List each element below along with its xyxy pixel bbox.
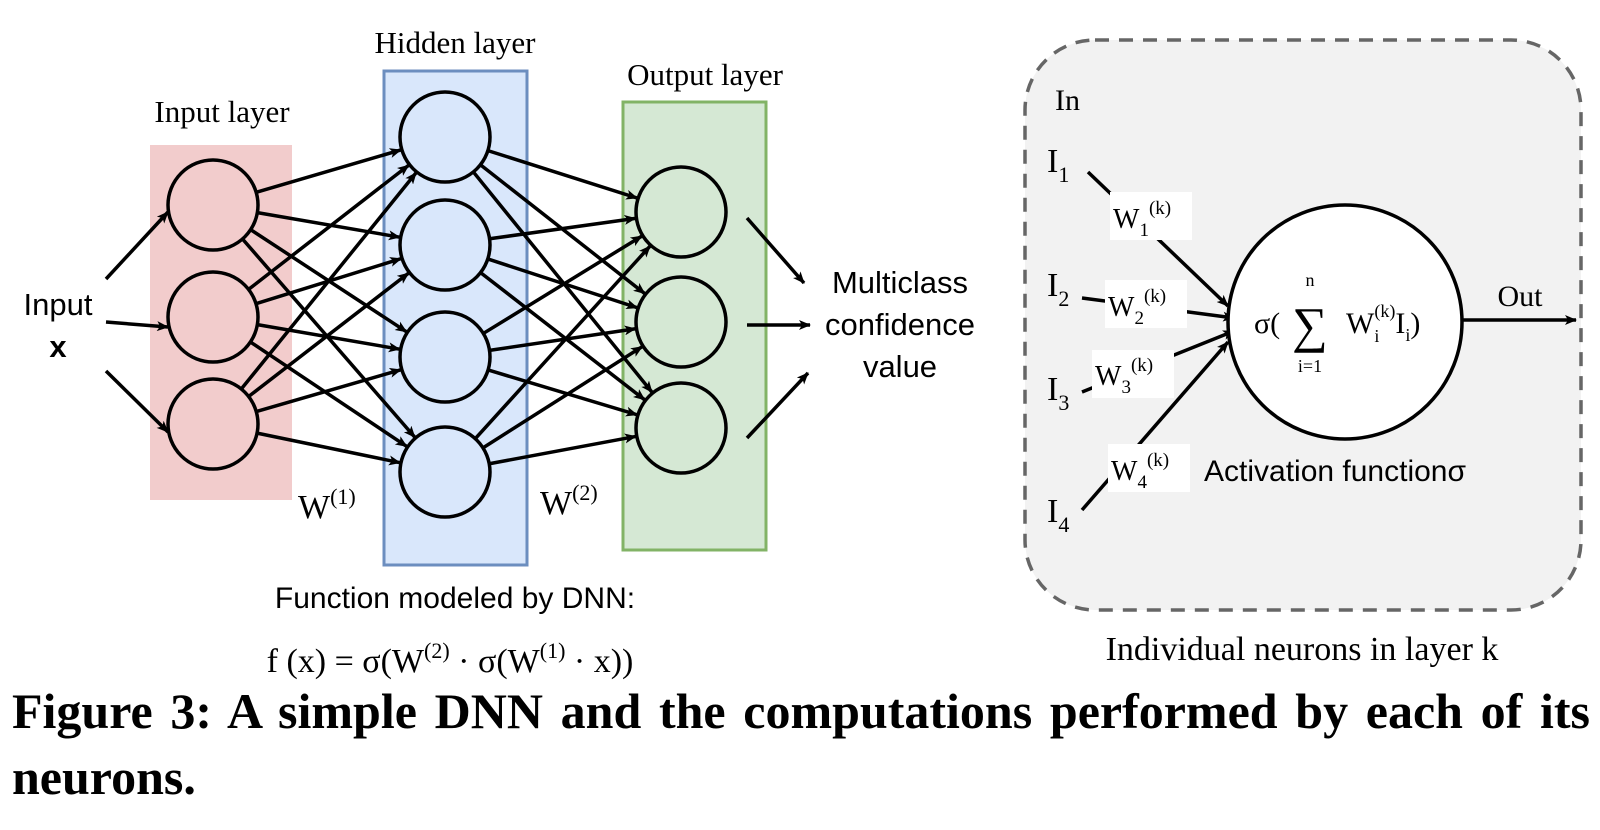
output-neuron — [634, 275, 728, 369]
weight-bg-1 — [1110, 192, 1192, 240]
edge-hidden-output — [482, 234, 643, 335]
weight-label-1: W(1) — [298, 484, 356, 526]
hidden-neuron — [398, 310, 492, 404]
neuron-input-2: I2 — [1047, 267, 1069, 311]
hidden-neuron — [398, 198, 492, 292]
edge-input-hidden — [247, 163, 410, 291]
dnn-diagram: Input layer Hidden layer Output layer In… — [24, 25, 1583, 680]
input-neuron — [166, 270, 260, 364]
edge-hidden-output — [487, 368, 638, 417]
edge-hidden-output — [489, 325, 637, 353]
input-arrows — [104, 210, 170, 434]
function-formula: f (x) = σ(W(2) · σ(W(1) · x)) — [267, 638, 634, 680]
neuron-out-label: Out — [1498, 280, 1544, 313]
input-arrow — [105, 320, 169, 332]
output-layer-title: Output layer — [627, 57, 783, 92]
edge-input-hidden — [247, 271, 410, 398]
edge-input-hidden — [255, 148, 402, 195]
edge-hidden-output — [488, 433, 637, 466]
hidden-neuron — [398, 90, 492, 184]
hidden-neuron — [398, 425, 492, 519]
neuron-weight-2: W2(k) — [1108, 286, 1166, 329]
input-arrow — [104, 210, 170, 281]
function-title: Function modeled by DNN: — [275, 582, 635, 615]
edge-input-hidden — [256, 431, 401, 466]
input-symbol: x — [49, 329, 67, 364]
input-line-4 — [1080, 340, 1230, 512]
edge-input-hidden — [239, 171, 418, 391]
weight-bg-2 — [1105, 280, 1187, 328]
neuron-weight-1: W1(k) — [1113, 198, 1171, 241]
edge-input-hidden — [257, 210, 401, 241]
output-arrow — [745, 371, 810, 440]
neurons — [166, 90, 728, 519]
hidden-layer-title: Hidden layer — [375, 25, 537, 60]
edge-hidden-output — [482, 345, 644, 450]
input-neuron — [166, 158, 260, 252]
edge-input-hidden — [249, 340, 408, 448]
neuron-circle — [1226, 203, 1464, 441]
input-neuron — [166, 377, 260, 471]
edge-hidden-output — [487, 148, 639, 200]
neuron-weight-3: W3(k) — [1095, 355, 1153, 398]
output-label-line: value — [863, 349, 937, 384]
neuron-input-1: I1 — [1047, 143, 1069, 187]
sum-upper: n — [1306, 270, 1315, 290]
figure-caption: Figure 3: A simple DNN and the computati… — [12, 683, 1590, 805]
output-label-line: Multiclass — [832, 265, 968, 300]
sum-lower: i=1 — [1298, 356, 1322, 376]
edge-hidden-output — [489, 214, 637, 241]
edge-hidden-output — [479, 271, 646, 402]
output-neuron — [634, 165, 728, 259]
output-label-line: confidence — [825, 307, 975, 342]
weight-bg-4 — [1108, 444, 1190, 492]
output-arrow — [745, 216, 806, 285]
edge-hidden-output — [473, 244, 652, 440]
neuron-panel-caption: Individual neurons in layer k — [1106, 631, 1499, 668]
output-neuron — [634, 381, 728, 475]
neuron-input-4: I4 — [1047, 493, 1069, 537]
input-arrow — [104, 369, 170, 434]
connection-edges — [239, 148, 654, 466]
weight-label-backgrounds — [1092, 192, 1192, 492]
edge-input-hidden — [255, 368, 402, 414]
sum-formula: σ( ∑ n i=1 Wi(k)Ii) — [1254, 270, 1420, 376]
weight-label-2: W(2) — [540, 480, 598, 522]
activation-label: Activation functionσ — [1204, 455, 1466, 488]
neuron-weight-4: W4(k) — [1111, 450, 1169, 493]
weight-bg-3 — [1092, 350, 1174, 398]
sum-open: σ( — [1254, 307, 1280, 340]
sum-term: Wi(k)Ii) — [1346, 301, 1420, 346]
neuron-input-3: I3 — [1047, 371, 1069, 415]
sum-sigma: ∑ — [1292, 297, 1328, 353]
input-layer-title: Input layer — [154, 94, 290, 129]
input-label: Input — [24, 287, 93, 322]
neuron-in-label: In — [1055, 84, 1080, 117]
output-arrows — [745, 216, 811, 440]
